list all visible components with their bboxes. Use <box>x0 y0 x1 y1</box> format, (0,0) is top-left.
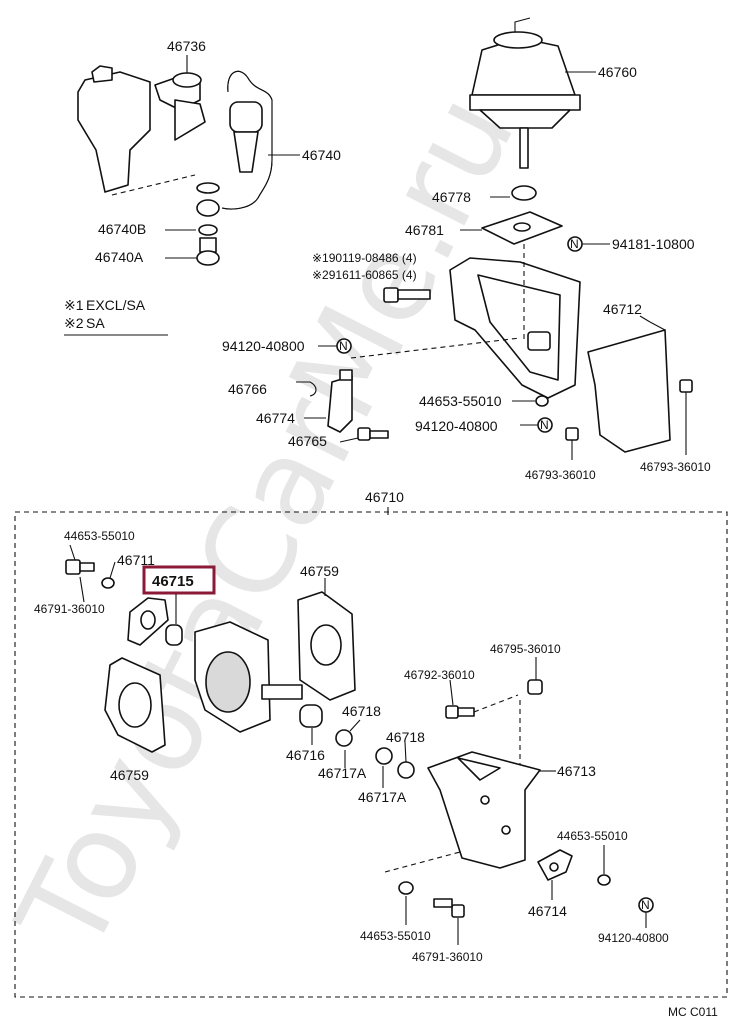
actuator-bracket-drawing <box>449 244 581 399</box>
label-46774[interactable]: 46774 <box>256 410 295 426</box>
label-46740[interactable]: 46740 <box>302 147 341 163</box>
label-44653-55010-right[interactable]: 44653-55010 <box>557 829 628 843</box>
legend: ※1 EXCL/SA ※2 SA <box>64 297 168 336</box>
label-44653-55010-left[interactable]: 44653-55010 <box>64 529 135 543</box>
note-91611: ※291611-60865 (4) <box>312 268 417 282</box>
legend-mark-2: ※2 <box>64 315 84 331</box>
link-46774-drawing <box>296 369 353 433</box>
clamp-46736-drawing <box>154 55 206 141</box>
label-46792-36010[interactable]: 46792-36010 <box>404 668 475 682</box>
vacuum-filter-46740-drawing <box>221 70 300 210</box>
label-46766[interactable]: 46766 <box>228 381 267 397</box>
label-46717A-upper[interactable]: 46717A <box>318 765 367 781</box>
label-46740B[interactable]: 46740B <box>98 221 146 237</box>
svg-text:N: N <box>570 237 579 251</box>
label-44653-55010-bottom[interactable]: 44653-55010 <box>360 929 431 943</box>
gasket-46711-drawing <box>127 594 183 646</box>
label-46759-left[interactable]: 46759 <box>110 767 149 783</box>
label-46781[interactable]: 46781 <box>405 222 444 238</box>
label-46791-36010-left[interactable]: 46791-36010 <box>34 602 105 616</box>
label-94120-40800-mid[interactable]: 94120-40800 <box>415 418 498 434</box>
label-46759-right[interactable]: 46759 <box>300 563 339 579</box>
svg-text:N: N <box>641 898 650 912</box>
label-46714[interactable]: 46714 <box>528 903 567 919</box>
bolt-46791-bottom-drawing <box>433 898 465 945</box>
bolt-46792-drawing <box>445 679 519 719</box>
plate-46781-drawing <box>460 211 563 245</box>
nut-46778-drawing <box>490 185 537 201</box>
label-46791-36010-bottom[interactable]: 46791-36010 <box>412 950 483 964</box>
label-46715[interactable]: 46715 <box>152 573 194 590</box>
gasket-46759-left-drawing <box>104 657 166 753</box>
footer-code: MC C011 <box>668 1005 718 1019</box>
pin-46765-drawing <box>339 427 389 443</box>
cover-46712-drawing <box>587 315 671 453</box>
label-46760[interactable]: 46760 <box>598 64 637 80</box>
label-44653-55010-upper[interactable]: 44653-55010 <box>419 393 502 409</box>
bolt-46791-left-drawing <box>65 544 116 603</box>
bracket-46713-drawing <box>384 751 556 873</box>
label-94120-40800-upper[interactable]: 94120-40800 <box>222 338 305 354</box>
label-46713[interactable]: 46713 <box>557 763 596 779</box>
nut-94181-drawing: N <box>567 236 610 252</box>
nut-94120-upper-drawing: N <box>318 337 521 359</box>
label-46793-36010-left[interactable]: 46793-36010 <box>525 468 596 482</box>
svg-text:N: N <box>339 339 348 353</box>
group-46710-box <box>14 511 728 998</box>
highlight-box-46715[interactable] <box>142 565 216 595</box>
lever-46714-drawing <box>537 849 573 900</box>
legend-text-2: SA <box>86 315 105 331</box>
washer-44653-right-drawing <box>597 845 611 886</box>
vacuum-actuator-46760-drawing <box>469 17 596 169</box>
label-46740A[interactable]: 46740A <box>95 249 144 265</box>
legend-mark-1: ※1 <box>64 297 84 313</box>
label-46712[interactable]: 46712 <box>603 301 642 317</box>
label-46765[interactable]: 46765 <box>288 433 327 449</box>
nut-94120-mid-drawing: N <box>520 417 553 433</box>
label-46717A-lower[interactable]: 46717A <box>358 789 407 805</box>
bolt-90119-drawing <box>383 287 431 303</box>
nut-94120-bottom-drawing: N <box>638 897 654 928</box>
label-46778[interactable]: 46778 <box>432 189 471 205</box>
egr-valve-drawing <box>77 65 196 196</box>
svg-text:N: N <box>540 418 549 432</box>
label-46793-36010-right[interactable]: 46793-36010 <box>640 460 711 474</box>
washer-46740B-drawing <box>165 182 220 266</box>
washer-44653-upper-drawing <box>512 395 549 407</box>
gasket-46759-right-drawing <box>297 578 356 701</box>
label-46716[interactable]: 46716 <box>286 747 325 763</box>
label-94120-40800-bottom[interactable]: 94120-40800 <box>598 931 669 945</box>
note-90119: ※190119-08486 (4) <box>312 251 417 265</box>
label-46736[interactable]: 46736 <box>167 38 206 54</box>
label-46718-upper[interactable]: 46718 <box>342 703 381 719</box>
label-46795-36010[interactable]: 46795-36010 <box>490 642 561 656</box>
label-94181-10800[interactable]: 94181-10800 <box>612 236 695 252</box>
washer-44653-bottom-drawing <box>398 881 414 925</box>
group-label-46710[interactable]: 46710 <box>365 489 404 505</box>
label-46718-lower[interactable]: 46718 <box>386 729 425 745</box>
diaphragm-housing-drawing <box>194 621 323 733</box>
label-46711[interactable]: 46711 <box>117 552 155 568</box>
legend-text-1: EXCL/SA <box>86 297 146 313</box>
bolt-46793-drawing <box>565 379 693 460</box>
bushing-46718-drawing <box>335 719 415 788</box>
